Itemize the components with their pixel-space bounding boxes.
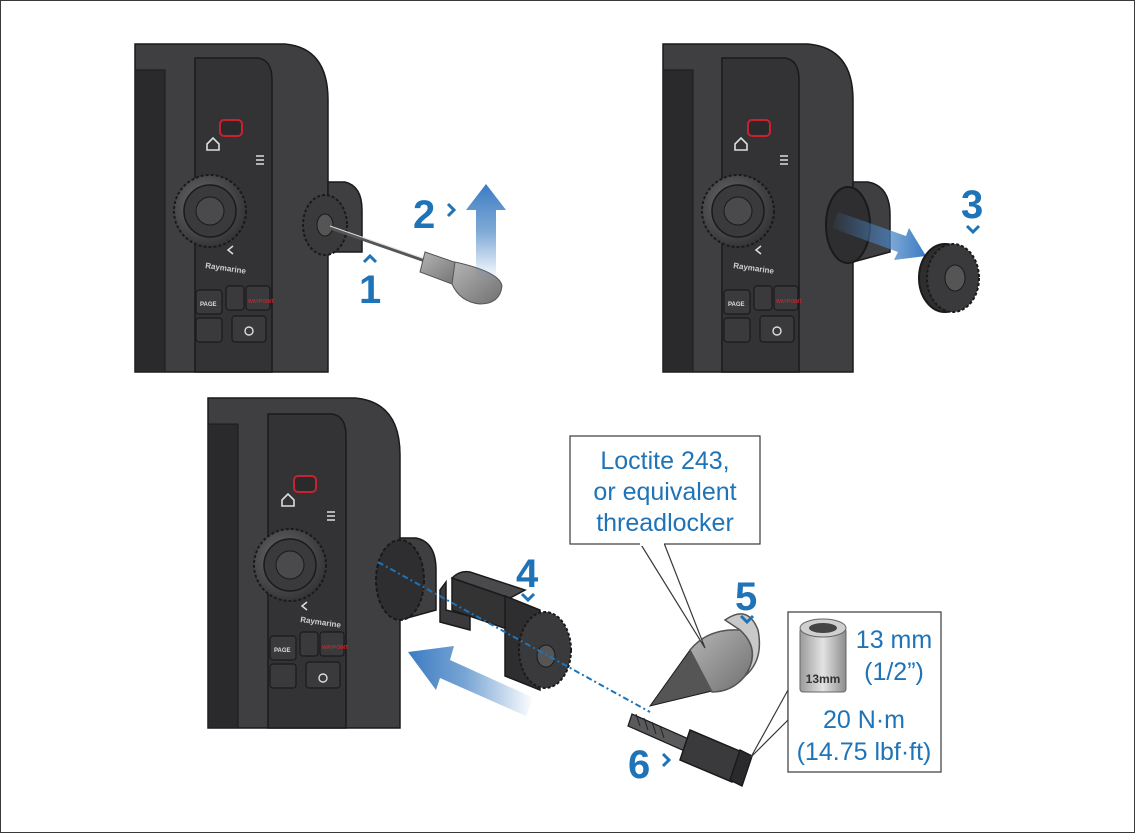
- spec-pointer: [750, 689, 789, 758]
- bolt: [627, 713, 753, 788]
- socket-marking: 13mm: [806, 672, 841, 686]
- rotary-knob: [701, 174, 775, 248]
- step-caret: [446, 202, 457, 218]
- device-screen-edge: [207, 423, 239, 729]
- menu-icon: [256, 155, 264, 165]
- red-indicator: [219, 119, 243, 137]
- panel-step-1-2: Raymarine PAGE WAYPOINT 1 2: [134, 43, 506, 373]
- step-caret: [520, 592, 536, 603]
- torque-nm: 20 N·m: [823, 706, 905, 734]
- page-key-label: PAGE: [728, 302, 745, 308]
- torque-spec-box: 13mm 13 mm (1/2”) 20 N·m (14.75 lbf·ft): [750, 611, 942, 773]
- insert-caret: [362, 253, 378, 264]
- callout-line-2: or equivalent: [593, 478, 736, 506]
- back-icon: [754, 245, 762, 255]
- alignment-line: [377, 561, 651, 713]
- page-key-label: PAGE: [200, 302, 217, 308]
- red-indicator: [747, 119, 771, 137]
- step-4-label: 4: [516, 552, 539, 596]
- adapter-body: [439, 570, 572, 692]
- red-indicator: [293, 475, 317, 493]
- panel-step-3: Raymarine PAGE WAYPOINT 3: [662, 43, 983, 373]
- keypad-grid: [269, 631, 345, 689]
- page-key-label: PAGE: [274, 648, 291, 654]
- step-5-label: 5: [735, 575, 757, 619]
- torque-lbf: (14.75 lbf·ft): [797, 738, 932, 766]
- knob-cap: [302, 194, 348, 256]
- remove-arrow: [832, 212, 926, 260]
- callout-line-3: threadlocker: [596, 509, 734, 537]
- step-caret: [661, 752, 672, 768]
- keypad-grid: [723, 285, 799, 343]
- removed-knob-cap: [918, 243, 980, 313]
- keypad-grid: [195, 285, 271, 343]
- panel-step-4-6: Raymarine PAGE WAYPOINT: [207, 397, 942, 788]
- callout-pointer: [639, 542, 706, 649]
- menu-icon: [327, 511, 335, 521]
- power-icon: [318, 673, 328, 683]
- device-screen-edge: [134, 69, 166, 373]
- rotary-knob: [173, 174, 247, 248]
- power-icon: [772, 326, 782, 336]
- threadlocker-callout: Loctite 243, or equivalent threadlocker: [569, 435, 761, 649]
- lug-socket: [375, 539, 425, 621]
- home-icon: [734, 136, 748, 151]
- lift-arrow: [466, 184, 506, 280]
- step-caret: [739, 614, 755, 625]
- push-arrow: [408, 646, 534, 716]
- step-6-label: 6: [628, 743, 650, 787]
- step-caret: [965, 224, 981, 235]
- rotary-knob: [253, 528, 327, 602]
- menu-icon: [780, 155, 788, 165]
- screwdriver: [329, 225, 503, 305]
- socket-size-mm: 13 mm: [856, 626, 932, 654]
- device-screen-edge: [662, 69, 694, 373]
- red-key-label: WAYPOINT: [248, 299, 274, 305]
- step-1-label: 1: [359, 268, 381, 312]
- callout-line-1: Loctite 243,: [600, 447, 729, 475]
- home-icon: [206, 136, 220, 151]
- step-2-label: 2: [413, 193, 435, 237]
- step-3-label: 3: [961, 183, 983, 227]
- back-icon: [226, 245, 234, 255]
- red-key-label: WAYPOINT: [322, 645, 348, 651]
- threadlocker-bottle: [648, 613, 761, 707]
- power-icon: [244, 326, 254, 336]
- back-icon: [300, 601, 308, 611]
- home-icon: [281, 492, 295, 507]
- socket-size-in: (1/2”): [864, 658, 924, 686]
- red-key-label: WAYPOINT: [776, 299, 802, 305]
- socket-icon: 13mm: [799, 618, 847, 693]
